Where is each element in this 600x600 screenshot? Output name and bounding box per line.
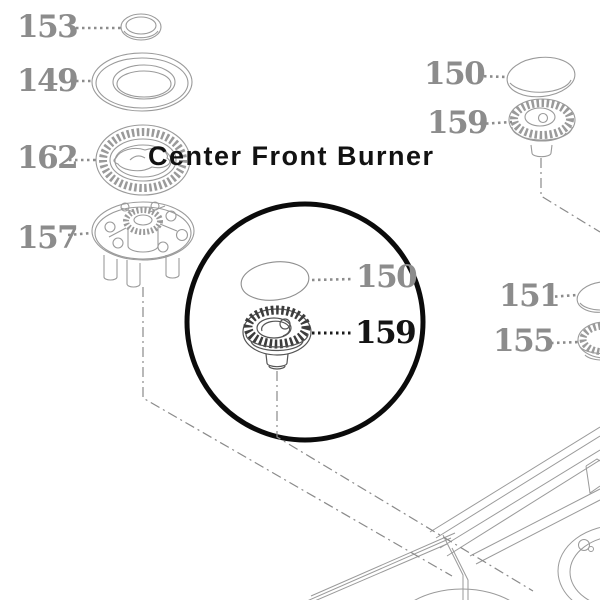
position-leader-lines	[142, 158, 600, 592]
part-153-cap-drawing	[120, 13, 162, 41]
part-149-ring-drawing	[91, 52, 193, 112]
cooktop-center-front-burner-position	[414, 588, 510, 600]
part-159-burner-head-drawing	[508, 98, 576, 158]
cooktop-bracket	[585, 458, 600, 494]
part-label-162: 162	[17, 140, 79, 176]
detail-part-150-cap-drawing	[240, 261, 310, 301]
part-150-cap-drawing	[506, 56, 576, 98]
part-label-159-detail-highlighted: 159	[355, 315, 417, 351]
cooktop-right-burner	[557, 526, 600, 600]
part-label-159-top-right: 159	[427, 105, 489, 141]
part-label-155: 155	[493, 323, 555, 359]
label-leader-lines	[67, 26, 581, 345]
part-151-cap-drawing	[576, 281, 600, 313]
part-label-150-detail: 150	[356, 259, 418, 295]
part-162-burner-ring-drawing	[95, 124, 191, 196]
part-label-153: 153	[17, 9, 79, 45]
cooktop-line-art	[308, 426, 600, 600]
part-155-burner-head-drawing	[577, 321, 600, 361]
part-label-157: 157	[17, 220, 79, 256]
part-label-151: 151	[499, 278, 561, 314]
detail-part-159-burner-head-drawing	[242, 305, 312, 370]
part-157-burner-base-drawing	[91, 201, 195, 288]
part-label-149: 149	[17, 63, 79, 99]
diagram-title: Center Front Burner	[148, 141, 435, 171]
part-label-150-top-right: 150	[424, 56, 486, 92]
